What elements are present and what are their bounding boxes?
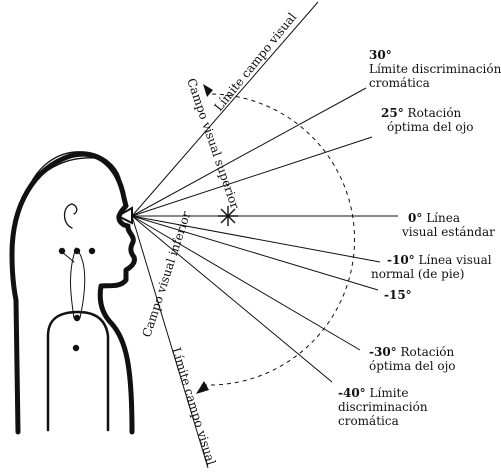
torso-outline (48, 312, 108, 430)
ear-icon (65, 204, 77, 228)
arrowhead-bottom-icon (196, 381, 209, 394)
asterisk-marker-icon (218, 206, 238, 226)
field-arc (206, 94, 355, 385)
head-outline (12, 154, 134, 432)
line-30 (132, 88, 366, 216)
angle-label-minus-15: -15° (384, 288, 412, 302)
anatomy-dots (59, 248, 95, 351)
neck-lines (62, 248, 85, 318)
human-silhouette (12, 152, 134, 432)
limite-superior-label: Límite campo visual (211, 10, 299, 114)
line-25 (132, 137, 372, 216)
limite-inferior-label: Límite campo visual (169, 346, 218, 467)
